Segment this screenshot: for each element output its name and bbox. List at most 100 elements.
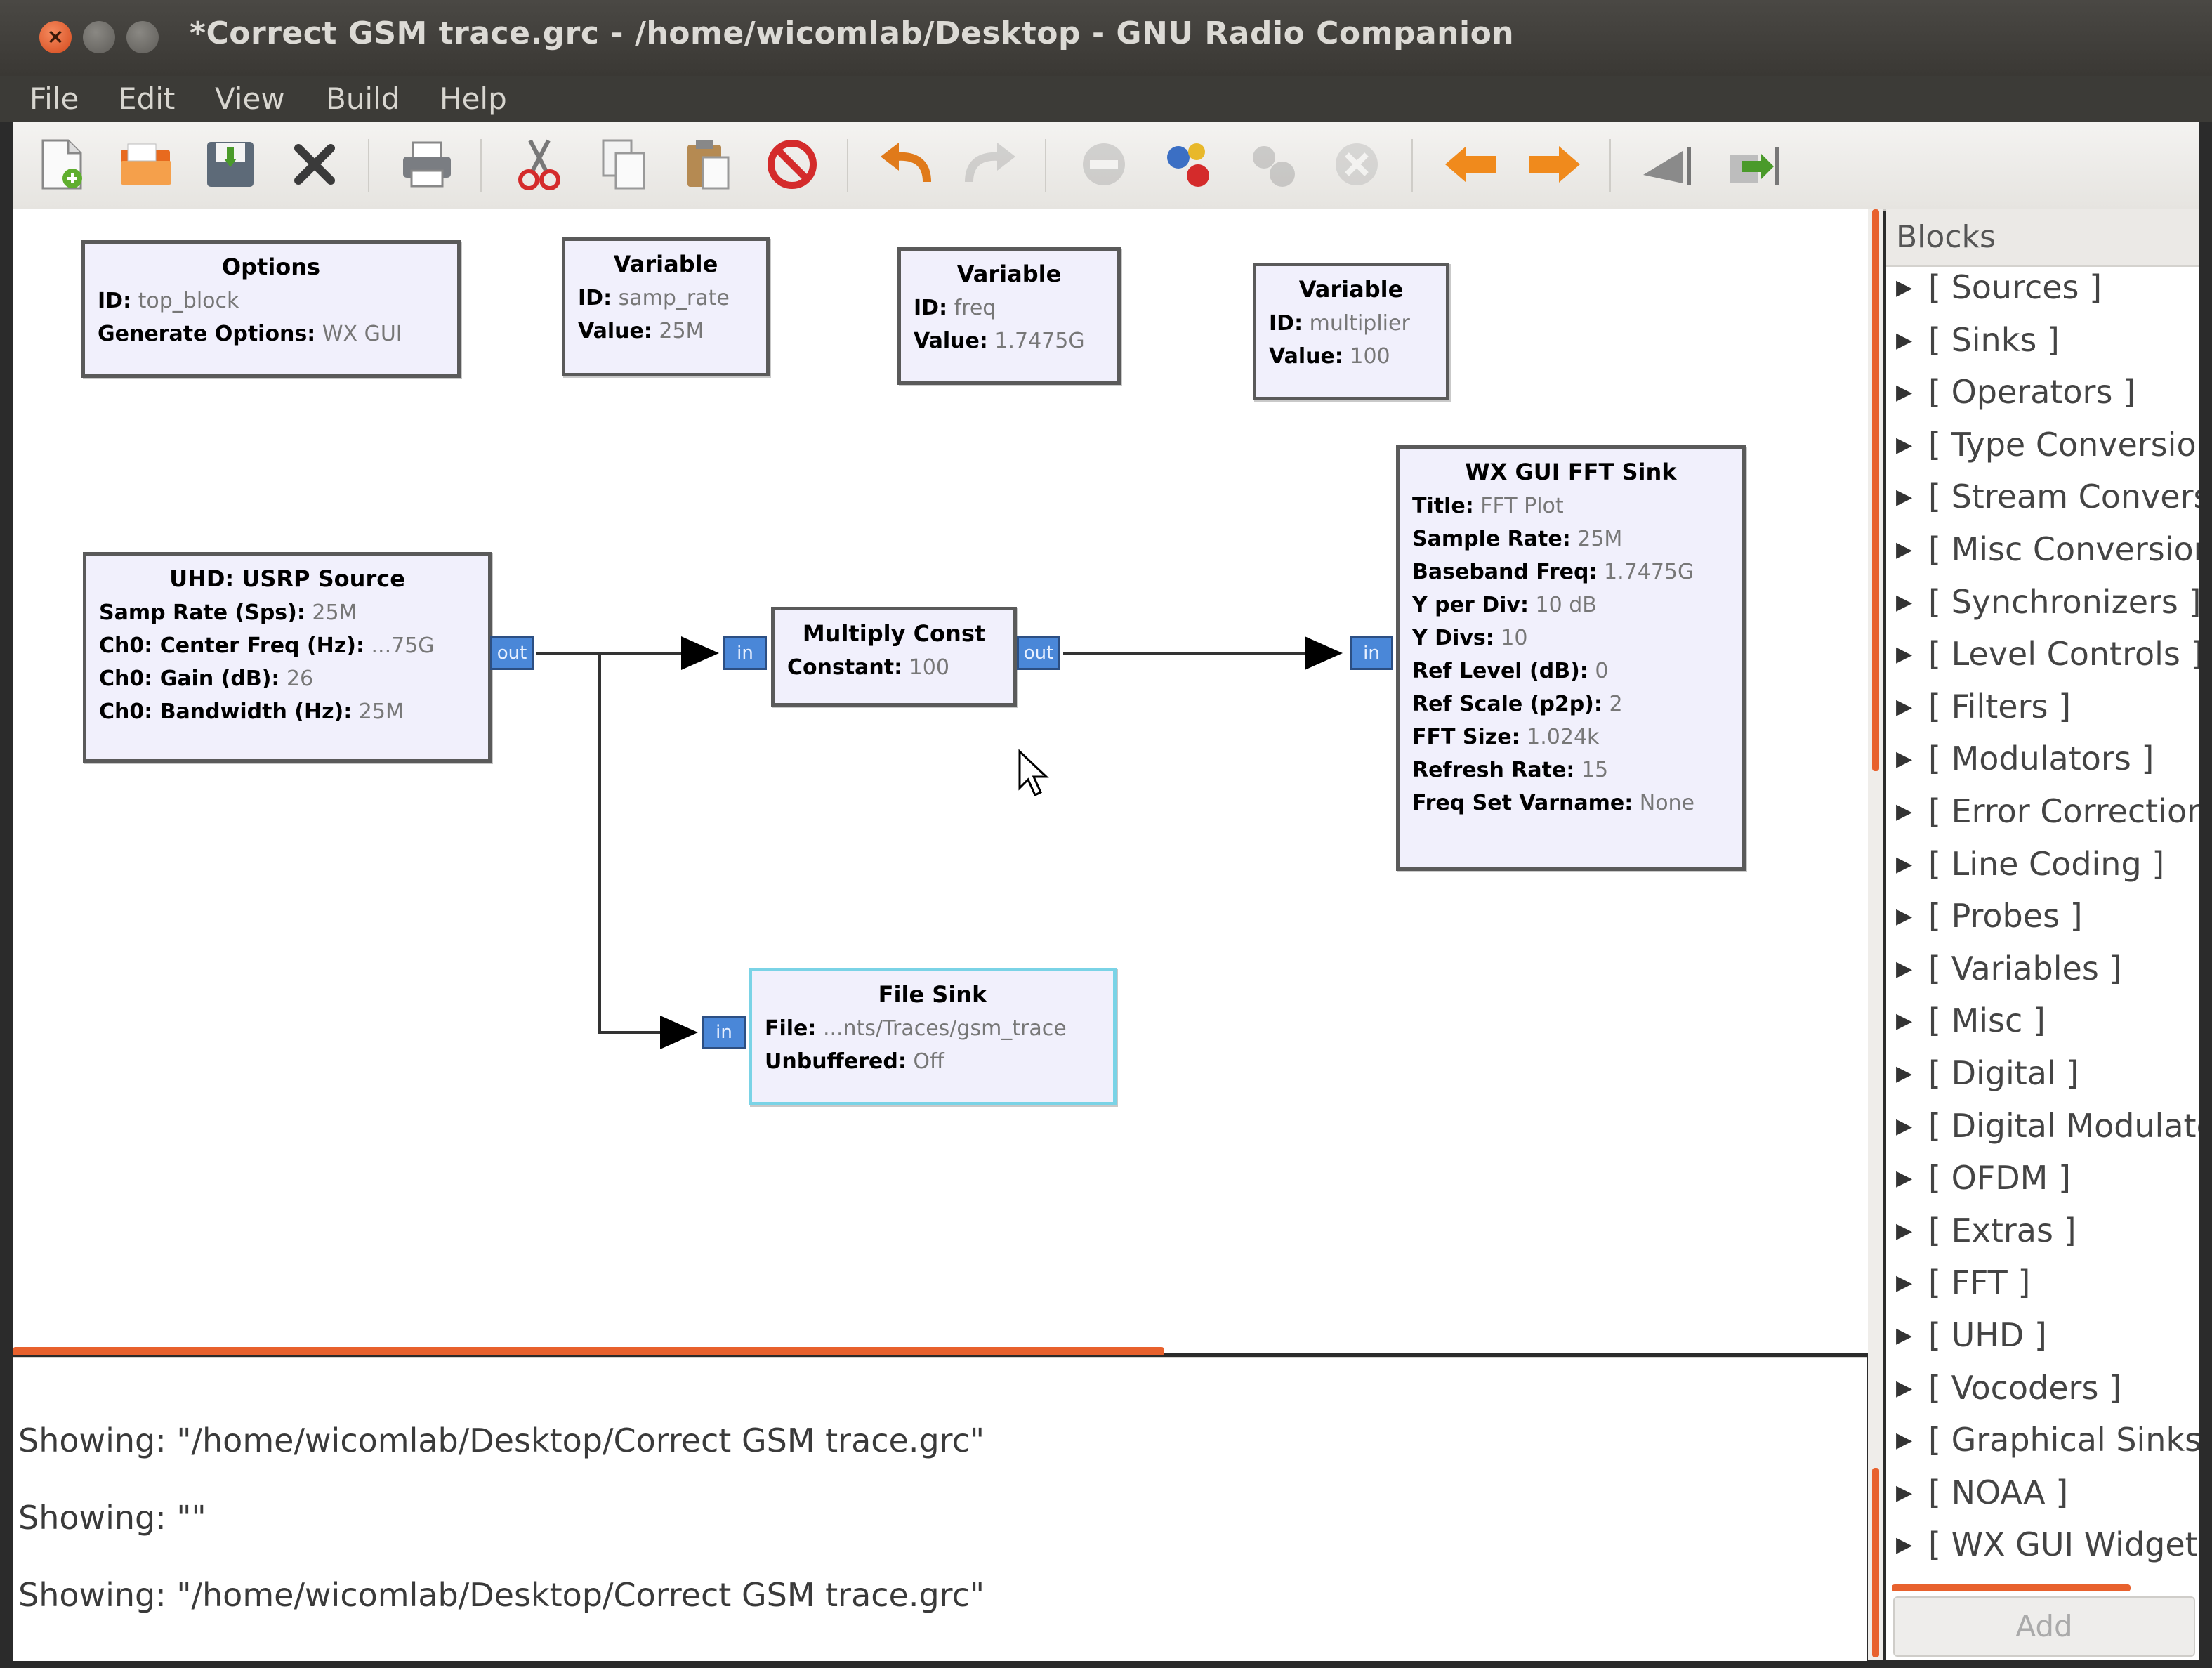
undo-button[interactable] (876, 135, 935, 194)
fft-sink-block[interactable]: WX GUI FFT Sink Title: FFT Plot Sample R… (1396, 445, 1746, 871)
window-maximize-button[interactable] (126, 21, 159, 53)
blocks-category[interactable]: ▶[ Extras ] (1886, 1211, 2199, 1263)
fft-in-port[interactable]: in (1350, 636, 1393, 670)
expander-arrow-icon[interactable]: ▶ (1896, 1061, 1913, 1086)
block-param: Ref Level (dB): 0 (1412, 659, 1609, 683)
multiply-in-port[interactable]: in (723, 636, 767, 670)
redo-button[interactable] (961, 135, 1020, 194)
expander-arrow-icon[interactable]: ▶ (1896, 1166, 1913, 1191)
menu-help[interactable]: Help (440, 81, 507, 116)
find-block-button[interactable] (1639, 135, 1698, 194)
window-minimize-button[interactable] (83, 21, 115, 53)
blocks-category[interactable]: ▶[ Level Controls ] (1886, 635, 2199, 687)
save-button[interactable] (201, 135, 260, 194)
expander-arrow-icon[interactable]: ▶ (1896, 642, 1913, 667)
delete-button[interactable] (763, 135, 822, 194)
expander-arrow-icon[interactable]: ▶ (1896, 1218, 1913, 1243)
new-file-button[interactable] (32, 135, 91, 194)
blocks-category[interactable]: ▶[ Synchronizers ] (1886, 583, 2199, 635)
expander-arrow-icon[interactable]: ▶ (1896, 1113, 1913, 1138)
open-file-button[interactable] (117, 135, 176, 194)
expander-arrow-icon[interactable]: ▶ (1896, 1532, 1913, 1558)
usrp-source-block[interactable]: UHD: USRP Source Samp Rate (Sps): 25M Ch… (83, 552, 492, 763)
copy-button[interactable] (594, 135, 653, 194)
block-param: Baseband Freq: 1.7475G (1412, 560, 1694, 584)
expander-arrow-icon[interactable]: ▶ (1896, 1375, 1913, 1400)
expander-arrow-icon[interactable]: ▶ (1896, 537, 1913, 562)
canvas-horizontal-scrollbar[interactable] (13, 1347, 1164, 1355)
rotate-left-button[interactable] (1441, 135, 1500, 194)
block-param: Value: 25M (578, 319, 704, 343)
blocks-category[interactable]: ▶[ Type Conversions ] (1886, 426, 2199, 478)
file-sink-block[interactable]: File Sink File: ...nts/Traces/gsm_trace … (749, 968, 1117, 1105)
execute-button[interactable] (1243, 135, 1302, 194)
blocks-category[interactable]: ▶[ Probes ] (1886, 897, 2199, 949)
rotate-right-button[interactable] (1525, 135, 1584, 194)
expander-arrow-icon[interactable]: ▶ (1896, 380, 1913, 405)
blocks-category[interactable]: ▶[ Modulators ] (1886, 740, 2199, 792)
blocks-category[interactable]: ▶[ Line Coding ] (1886, 845, 2199, 897)
expander-arrow-icon[interactable]: ▶ (1896, 1323, 1913, 1348)
canvas-vertical-scrollbar[interactable] (1872, 209, 1879, 771)
blocks-category[interactable]: ▶[ Variables ] (1886, 950, 2199, 1002)
blocks-category[interactable]: ▶[ Vocoders ] (1886, 1369, 2199, 1421)
blocks-category[interactable]: ▶[ FFT ] (1886, 1263, 2199, 1315)
console-vertical-scrollbar[interactable] (1872, 1468, 1879, 1657)
multiply-out-port[interactable]: out (1017, 636, 1060, 670)
variable-samp-rate-block[interactable]: Variable ID: samp_rate Value: 25M (562, 237, 770, 376)
blocks-category[interactable]: ▶[ Digital ] (1886, 1054, 2199, 1106)
expander-arrow-icon[interactable]: ▶ (1896, 327, 1913, 353)
expander-arrow-icon[interactable]: ▶ (1896, 432, 1913, 457)
blocks-category[interactable]: ▶[ NOAA ] (1886, 1473, 2199, 1525)
menu-view[interactable]: View (215, 81, 285, 116)
blocks-category[interactable]: ▶[ Misc Conversions ] (1886, 530, 2199, 582)
blocks-category[interactable]: ▶[ Misc ] (1886, 1002, 2199, 1053)
expander-arrow-icon[interactable]: ▶ (1896, 956, 1913, 981)
filesink-in-port[interactable]: in (702, 1016, 746, 1049)
expander-arrow-icon[interactable]: ▶ (1896, 694, 1913, 719)
expander-arrow-icon[interactable]: ▶ (1896, 589, 1913, 615)
expander-arrow-icon[interactable]: ▶ (1896, 1270, 1913, 1296)
expander-arrow-icon[interactable]: ▶ (1896, 747, 1913, 772)
expander-arrow-icon[interactable]: ▶ (1896, 485, 1913, 510)
blocks-category[interactable]: ▶[ Sources ] (1886, 268, 2199, 320)
blocks-category[interactable]: ▶[ Stream Conversions ] (1886, 478, 2199, 530)
expander-arrow-icon[interactable]: ▶ (1896, 851, 1913, 876)
blocks-category[interactable]: ▶[ OFDM ] (1886, 1159, 2199, 1211)
blocks-category[interactable]: ▶[ Filters ] (1886, 688, 2199, 740)
cut-button[interactable] (510, 135, 569, 194)
flowgraph-canvas[interactable]: Options ID: top_block Generate Options: … (13, 209, 1874, 1353)
add-block-button[interactable]: Add (1893, 1596, 2195, 1657)
blocks-category[interactable]: ▶[ Error Correction ] (1886, 792, 2199, 844)
disable-block-button[interactable] (1074, 135, 1133, 194)
expander-arrow-icon[interactable]: ▶ (1896, 799, 1913, 824)
print-button[interactable] (397, 135, 456, 194)
variable-freq-block[interactable]: Variable ID: freq Value: 1.7475G (897, 247, 1121, 385)
close-button[interactable] (285, 135, 344, 194)
menu-build[interactable]: Build (326, 81, 400, 116)
window-close-button[interactable]: × (39, 21, 72, 53)
blocks-category[interactable]: ▶[ Sinks ] (1886, 321, 2199, 373)
blocks-category[interactable]: ▶[ Operators ] (1886, 373, 2199, 425)
multiply-const-block[interactable]: Multiply Const Constant: 100 (771, 607, 1017, 707)
blocks-category[interactable]: ▶[ Graphical Sinks ] (1886, 1421, 2199, 1473)
variable-multiplier-block[interactable]: Variable ID: multiplier Value: 100 (1253, 263, 1449, 400)
blocks-category[interactable]: ▶[ WX GUI Widgets ] (1886, 1525, 2199, 1577)
generate-button[interactable] (1159, 135, 1218, 194)
menu-file[interactable]: File (29, 81, 79, 116)
kill-button[interactable] (1327, 135, 1386, 194)
menu-edit[interactable]: Edit (118, 81, 176, 116)
blocks-horizontal-scrollbar[interactable] (1892, 1584, 2131, 1591)
blocks-category[interactable]: ▶[ UHD ] (1886, 1316, 2199, 1368)
expander-arrow-icon[interactable]: ▶ (1896, 1009, 1913, 1034)
usrp-out-port[interactable]: out (490, 636, 534, 670)
paste-button[interactable] (678, 135, 737, 194)
block-param: Freq Set Varname: None (1412, 791, 1695, 815)
expander-arrow-icon[interactable]: ▶ (1896, 904, 1913, 929)
expander-arrow-icon[interactable]: ▶ (1896, 1428, 1913, 1453)
blocks-category[interactable]: ▶[ Digital Modulators ] (1886, 1107, 2199, 1159)
expander-arrow-icon[interactable]: ▶ (1896, 275, 1913, 300)
reload-blocks-button[interactable] (1723, 135, 1782, 194)
expander-arrow-icon[interactable]: ▶ (1896, 1480, 1913, 1505)
options-block[interactable]: Options ID: top_block Generate Options: … (81, 240, 461, 378)
